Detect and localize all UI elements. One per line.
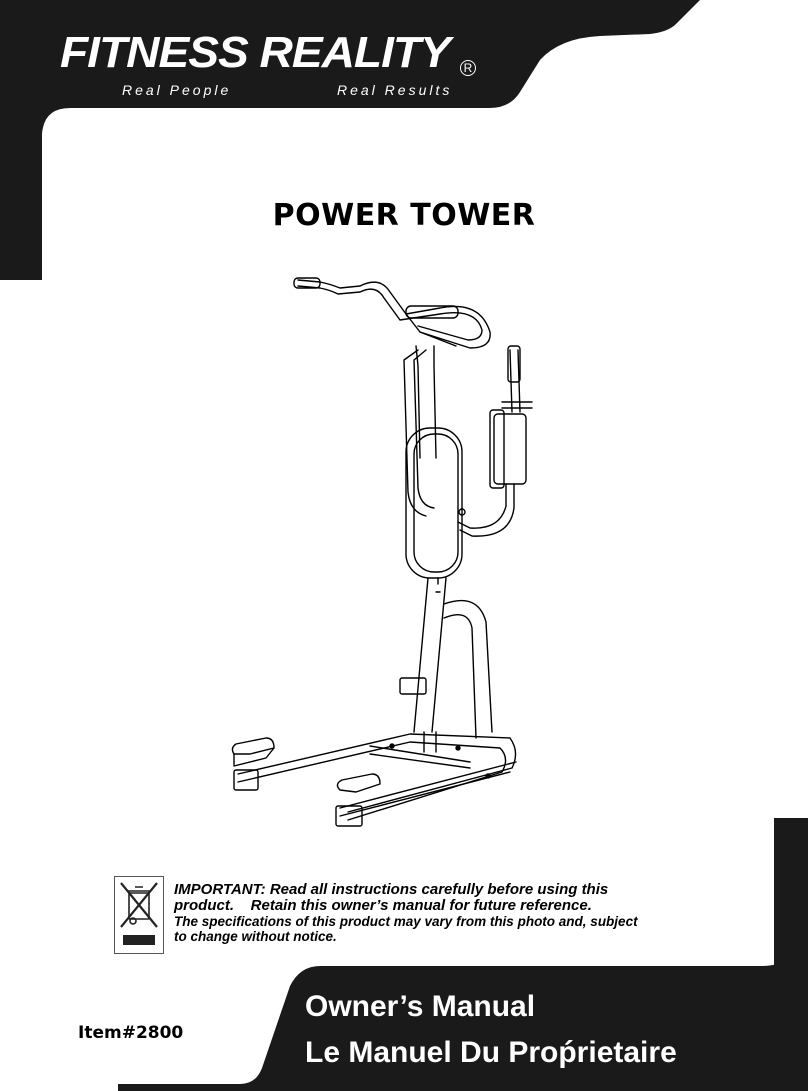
notice-line-4: to change without notice. xyxy=(174,929,337,944)
brand-tagline-left: Real People xyxy=(122,82,232,98)
header-band xyxy=(0,0,700,280)
notice-line-1: IMPORTANT: Read all instructions careful… xyxy=(174,881,609,898)
footer-band xyxy=(118,960,808,1091)
owners-manual-english: Owner’s Manual xyxy=(305,990,536,1023)
brand-name: FITNESS REALITY xyxy=(60,28,451,77)
crossed-out-wheelie-bin-icon xyxy=(114,876,164,954)
power-tower-illustration xyxy=(231,277,533,827)
brand-tagline-right: Real Results xyxy=(337,82,453,98)
owners-manual-french: Le Manuel Du Proṕrietaire xyxy=(305,1036,677,1069)
important-notice: IMPORTANT: Read all instructions careful… xyxy=(114,876,674,956)
product-title: POWER TOWER xyxy=(272,198,536,233)
brand-logo: FITNESS REALITY R Real People Real Resul… xyxy=(52,28,482,100)
notice-text: IMPORTANT: Read all instructions careful… xyxy=(174,881,674,945)
item-number: Item#2800 xyxy=(78,1023,184,1043)
registered-mark: R xyxy=(460,60,476,76)
notice-line-3: The specifications of this product may v… xyxy=(174,914,638,929)
notice-line-2: product. Retain this owner’s manual for … xyxy=(174,897,592,914)
